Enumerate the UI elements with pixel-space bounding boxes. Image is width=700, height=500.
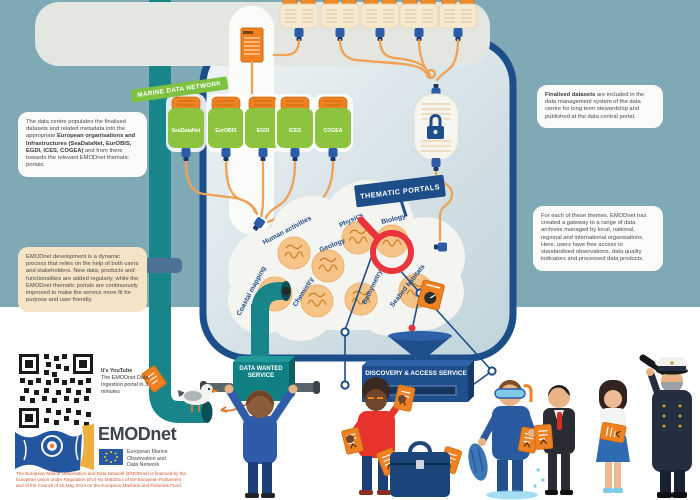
db-label-seadatanet: SeaDataNet	[172, 128, 201, 134]
person-woman	[596, 380, 630, 493]
toolbox-icon	[375, 441, 463, 497]
emodnet-logo-subtitle: European Marine Observation and Data Net…	[127, 449, 168, 469]
data-wanted-service-label: DATA WANTED SERVICE	[239, 366, 283, 380]
flipper-icon	[468, 443, 488, 481]
youtube-note: It's YouTube The EMODnet Data Ingestion …	[101, 368, 163, 396]
db-label-cogea: COGEA	[323, 128, 342, 134]
emodnet-logo-icon	[15, 424, 94, 473]
callout-development: EMODnet development is a dynamic process…	[18, 247, 147, 312]
callout-text: The data centre populates the finalised …	[26, 119, 126, 140]
folder-icon	[533, 423, 554, 451]
eu-flag-icon	[99, 449, 123, 465]
magnifier-icon	[357, 216, 414, 274]
person-captain	[639, 354, 692, 498]
emodnet-logo-wordmark: EMODnet	[98, 424, 177, 444]
callout-data-centre: The data centre populates the finalised …	[18, 112, 147, 177]
meter-device-icon	[417, 279, 445, 311]
data-management-capsule	[413, 84, 459, 171]
callout-text: For each of these themes, EMODnet has cr…	[541, 213, 647, 263]
marine-network-database-icons: SeaDataNet EurOBIS EGDI ICES COGEA	[165, 93, 354, 161]
person-diver	[468, 380, 545, 500]
discovery-access-service-label: DISCOVERY & ACCESS SERVICE	[365, 370, 467, 377]
db-label-ices: ICES	[289, 128, 302, 134]
person-businessman	[533, 385, 575, 495]
youtube-note-text: The EMODnet Data Ingestion portal in 3 m…	[101, 375, 149, 396]
person-data-user	[340, 377, 416, 495]
pipe-clamp	[138, 258, 182, 273]
seagull-illustration	[178, 384, 219, 412]
folder-icon	[599, 421, 627, 444]
funding-footer-text: The European Marine Observation and Data…	[16, 471, 187, 488]
thematic-portals-sign: THEMATIC PORTALS	[354, 174, 446, 217]
person-data-wanted-operator	[224, 384, 298, 498]
padlock-icon	[423, 114, 448, 140]
periscope-pipe	[251, 281, 291, 364]
qr-code	[17, 352, 95, 430]
server-icon	[240, 27, 264, 63]
ingest-arrow-icon	[220, 402, 249, 413]
callout-themes-gateway: For each of these themes, EMODnet has cr…	[533, 206, 663, 271]
db-label-egdi: EGDI	[257, 128, 270, 134]
callout-text: are included in the data management syst…	[545, 92, 645, 120]
callout-finalised-datasets: Finalised datasets are included in the d…	[537, 85, 663, 128]
callout-text: EMODnet development is a dynamic process…	[26, 254, 139, 304]
db-label-eurobis: EurOBIS	[215, 128, 237, 134]
falling-document-icon	[141, 365, 167, 393]
youtube-note-title: It's YouTube	[101, 368, 133, 374]
